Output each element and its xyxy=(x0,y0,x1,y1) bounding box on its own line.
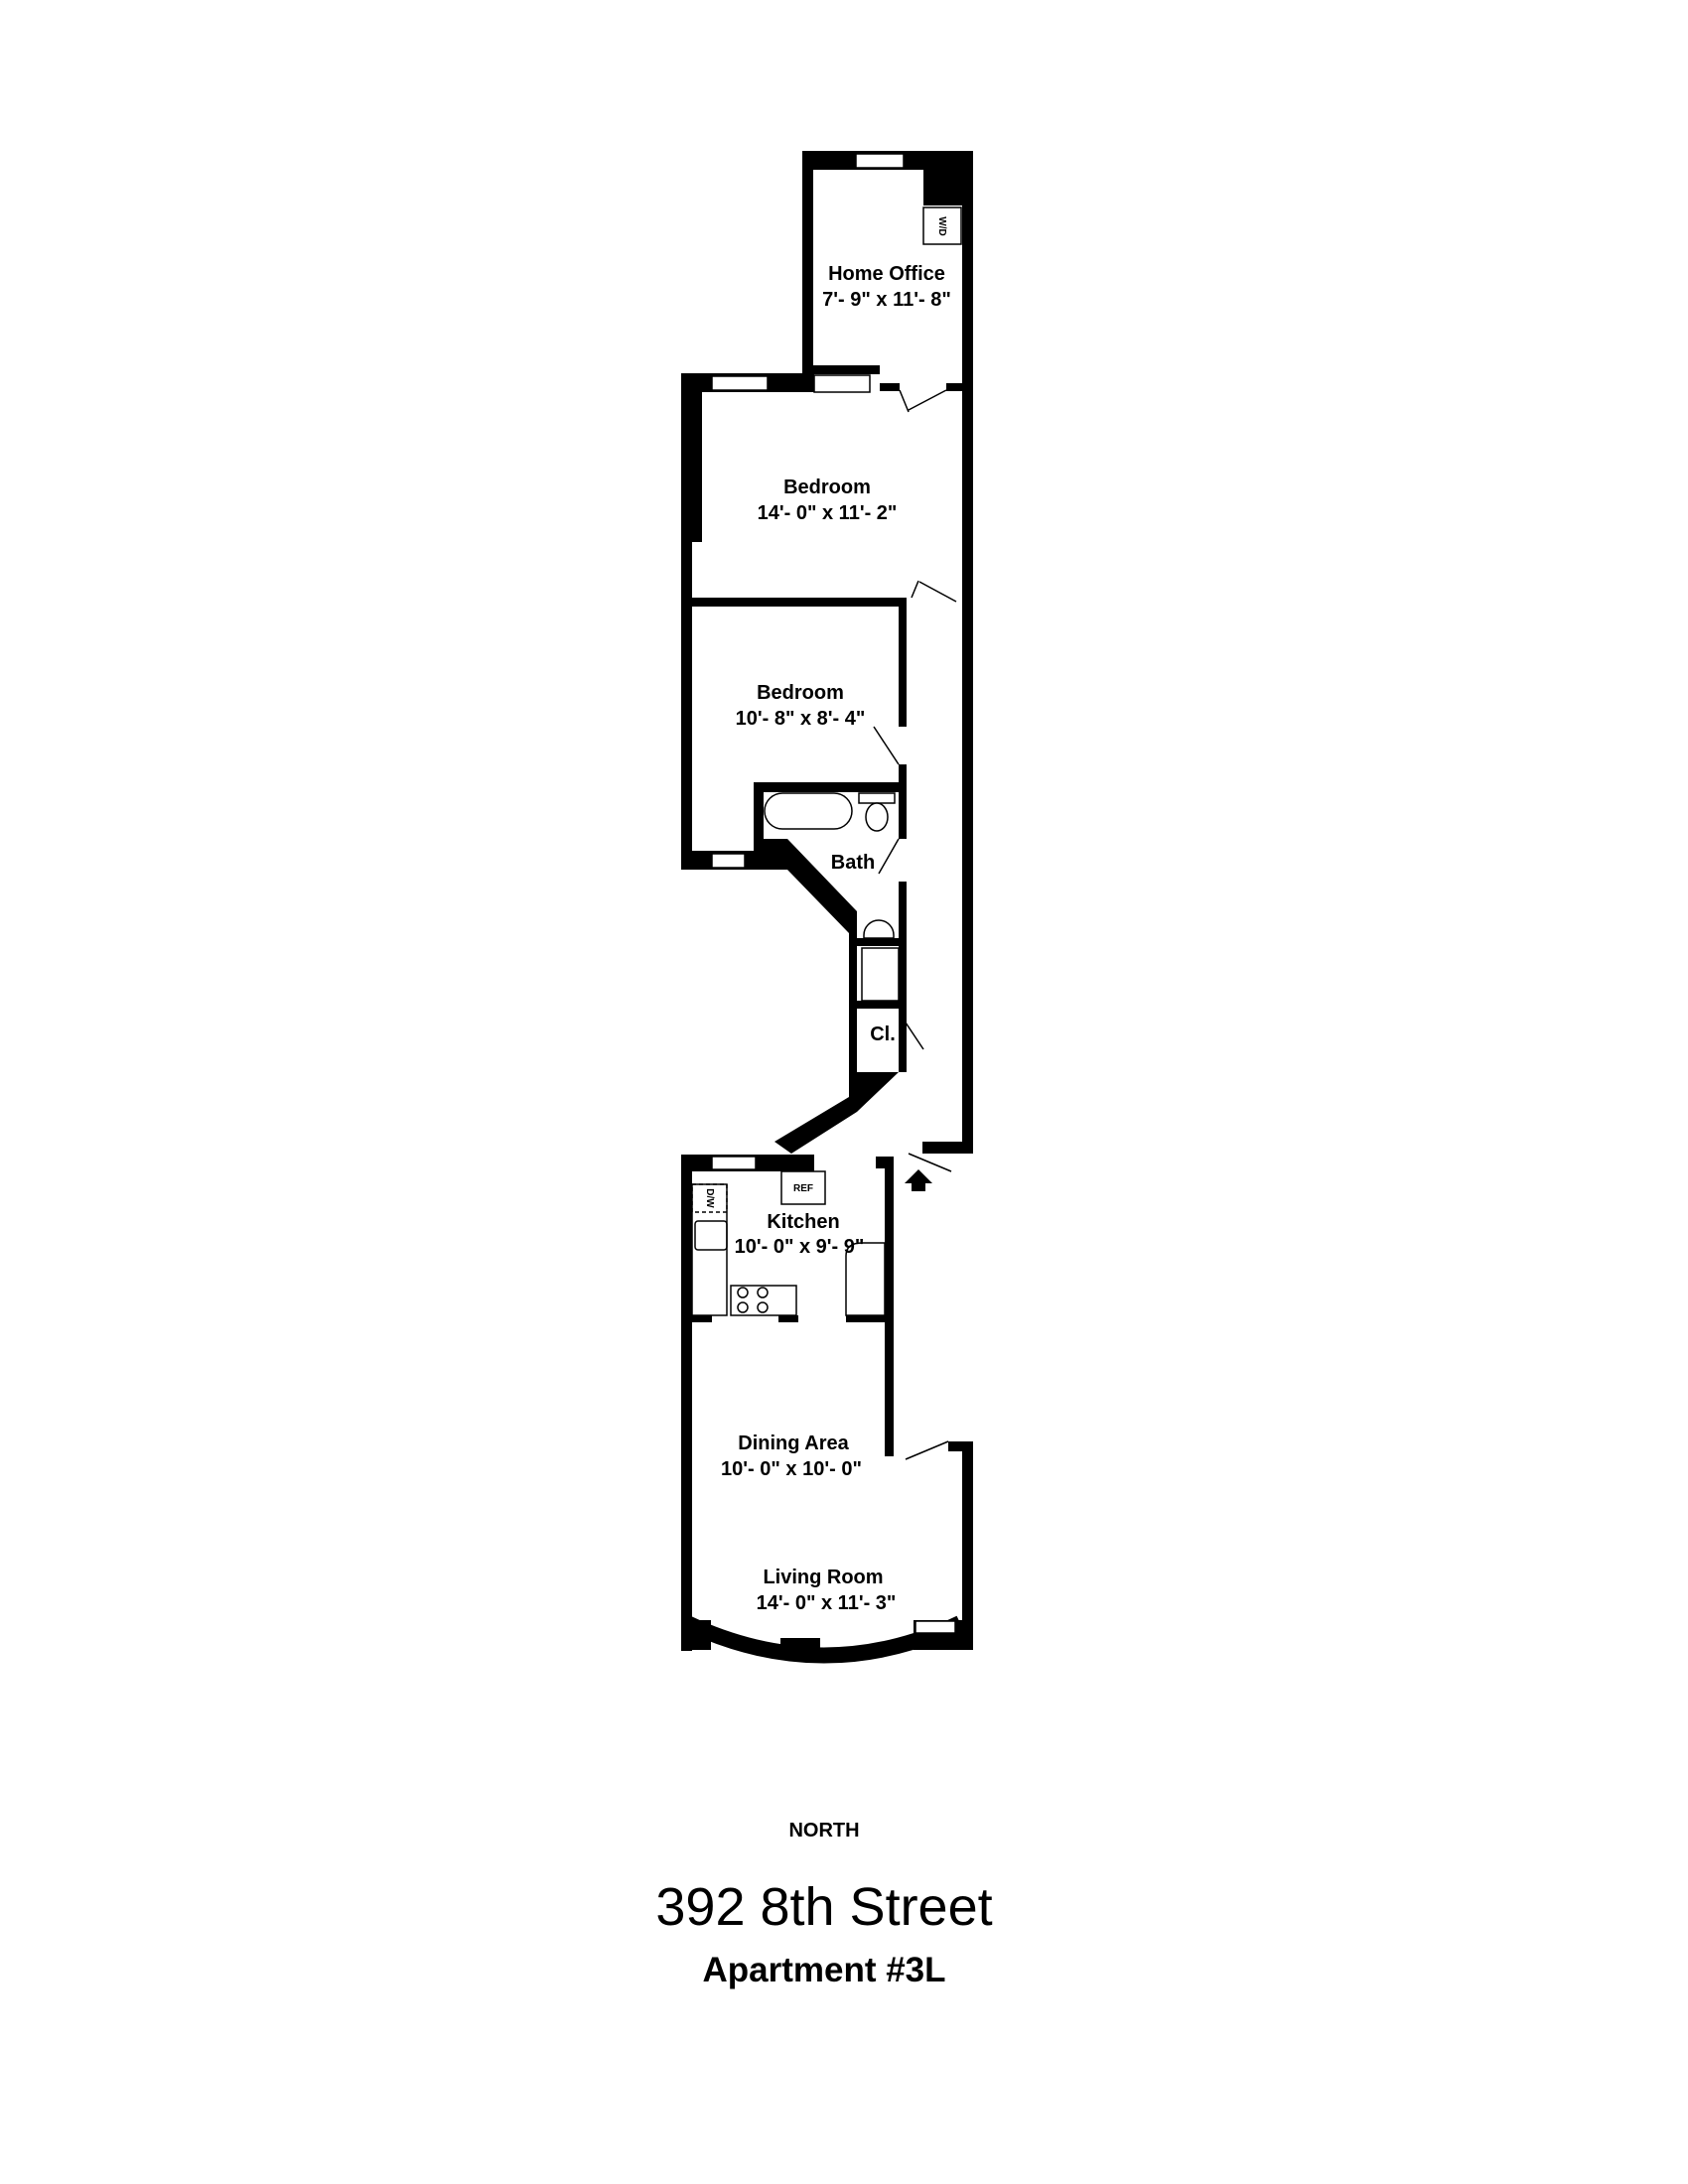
wall-office-west xyxy=(802,151,813,389)
refrigerator xyxy=(780,1170,826,1205)
window xyxy=(711,1156,757,1170)
stove xyxy=(730,1285,797,1316)
room-dims: 10'- 8" x 8'- 4" xyxy=(736,708,866,730)
wall xyxy=(857,1001,899,1009)
wall-bath-top xyxy=(754,782,907,792)
room-dims: 10'- 0" x 10'- 0" xyxy=(721,1458,862,1480)
wall-corridor xyxy=(899,598,907,727)
room-dims: 10'- 0" x 9'- 9" xyxy=(735,1236,865,1258)
wall xyxy=(857,938,899,946)
unit-subtitle: Apartment #3L xyxy=(702,1951,946,1989)
wall-west xyxy=(681,536,692,870)
room-name: Bedroom xyxy=(783,477,871,498)
wall-bath-west xyxy=(754,782,764,870)
compass-label: NORTH xyxy=(788,1820,860,1842)
window xyxy=(914,1620,956,1634)
wall xyxy=(681,1620,711,1650)
window xyxy=(711,853,746,869)
room-name: Bath xyxy=(831,852,875,874)
refrigerator-label: REF xyxy=(793,1183,813,1194)
washer-dryer xyxy=(922,206,962,245)
room-name: Cl. xyxy=(870,1024,896,1045)
stove-burners-icon xyxy=(737,1287,769,1313)
room-dims: 7'- 9" x 11'- 8" xyxy=(822,289,951,311)
wall-office-bottom xyxy=(880,383,900,391)
wall-west-lower xyxy=(681,1155,692,1651)
window xyxy=(711,375,769,391)
wall-corridor xyxy=(899,764,907,839)
dishwasher-label: D/W xyxy=(704,1188,715,1208)
door-bath xyxy=(878,838,900,875)
wall-east-upper xyxy=(962,151,973,1154)
door-entry xyxy=(908,1153,952,1172)
wall-office-bottom xyxy=(802,365,880,374)
address-title: 392 8th Street xyxy=(655,1877,993,1937)
bathtub xyxy=(764,792,853,830)
room-name: Home Office xyxy=(828,263,945,285)
wall-hall xyxy=(876,1157,894,1168)
door-bedroom xyxy=(911,580,957,603)
door-living xyxy=(905,1440,949,1460)
room-dims: 14'- 0" x 11'- 3" xyxy=(757,1592,897,1614)
wall-office-chase xyxy=(923,151,973,205)
room-name: Bedroom xyxy=(757,682,844,704)
room-name: Kitchen xyxy=(767,1211,839,1233)
wall-entry-end xyxy=(922,1142,973,1154)
window xyxy=(855,153,905,169)
wall-office-bottom xyxy=(946,383,962,391)
wall xyxy=(846,1315,885,1322)
entry-arrow-icon xyxy=(905,1169,932,1191)
wall-east-lower xyxy=(962,1441,973,1650)
wall-bedroom-west xyxy=(681,373,702,542)
room-name: Dining Area xyxy=(738,1433,849,1454)
closet xyxy=(813,374,871,393)
kitchen-counter xyxy=(845,1242,886,1316)
toilet-tank xyxy=(858,792,896,804)
wall-corridor xyxy=(899,882,907,1072)
door-closet xyxy=(905,1022,924,1050)
door-office xyxy=(899,389,947,413)
door-bedroom2 xyxy=(873,726,900,765)
wall-bedroom-bottom xyxy=(681,598,906,607)
bay-pier xyxy=(780,1638,820,1656)
wall-hall xyxy=(885,1157,894,1456)
sink xyxy=(694,1220,728,1251)
wall-diagonal-lower xyxy=(774,1072,899,1154)
room-dims: 14'- 0" x 11'- 2" xyxy=(758,502,898,524)
toilet xyxy=(865,802,889,832)
room-name: Living Room xyxy=(763,1567,883,1588)
sink xyxy=(863,919,895,939)
wall-bath-diagonal xyxy=(755,839,857,1102)
linen-closet xyxy=(861,947,900,1002)
wall xyxy=(778,1315,798,1322)
washer-dryer-label: W/D xyxy=(936,216,947,235)
wall xyxy=(692,1315,712,1322)
wall xyxy=(948,1441,973,1451)
